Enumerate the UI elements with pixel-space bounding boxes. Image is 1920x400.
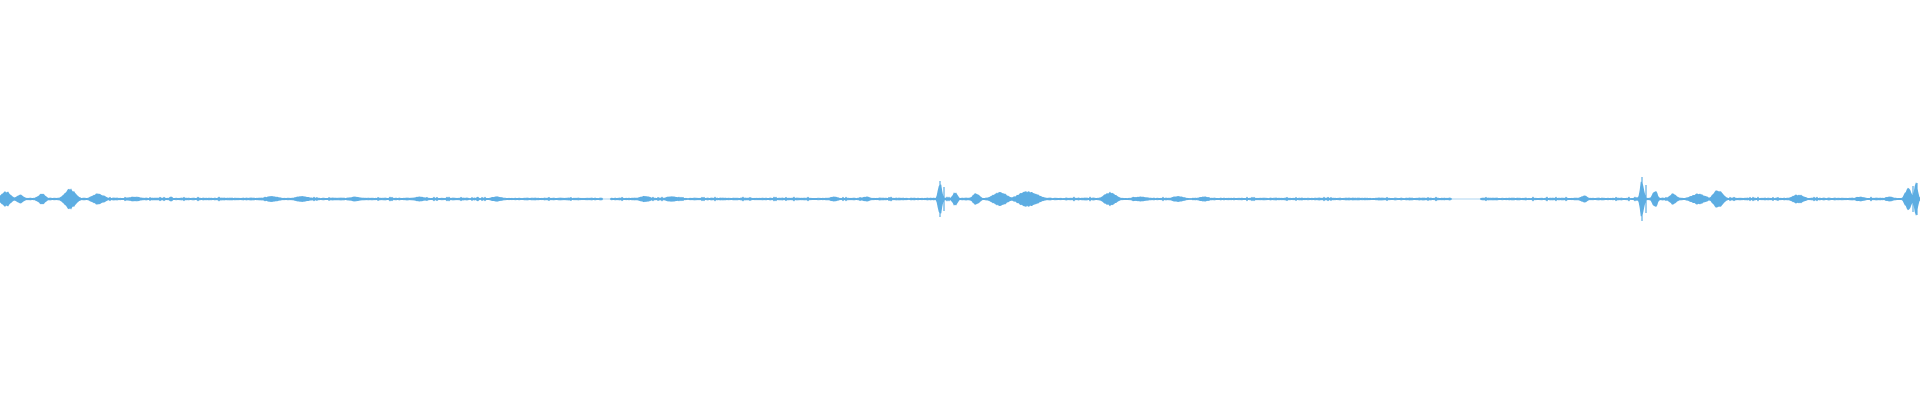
waveform-envelope [0,181,1920,217]
waveform-trace [0,177,1920,221]
